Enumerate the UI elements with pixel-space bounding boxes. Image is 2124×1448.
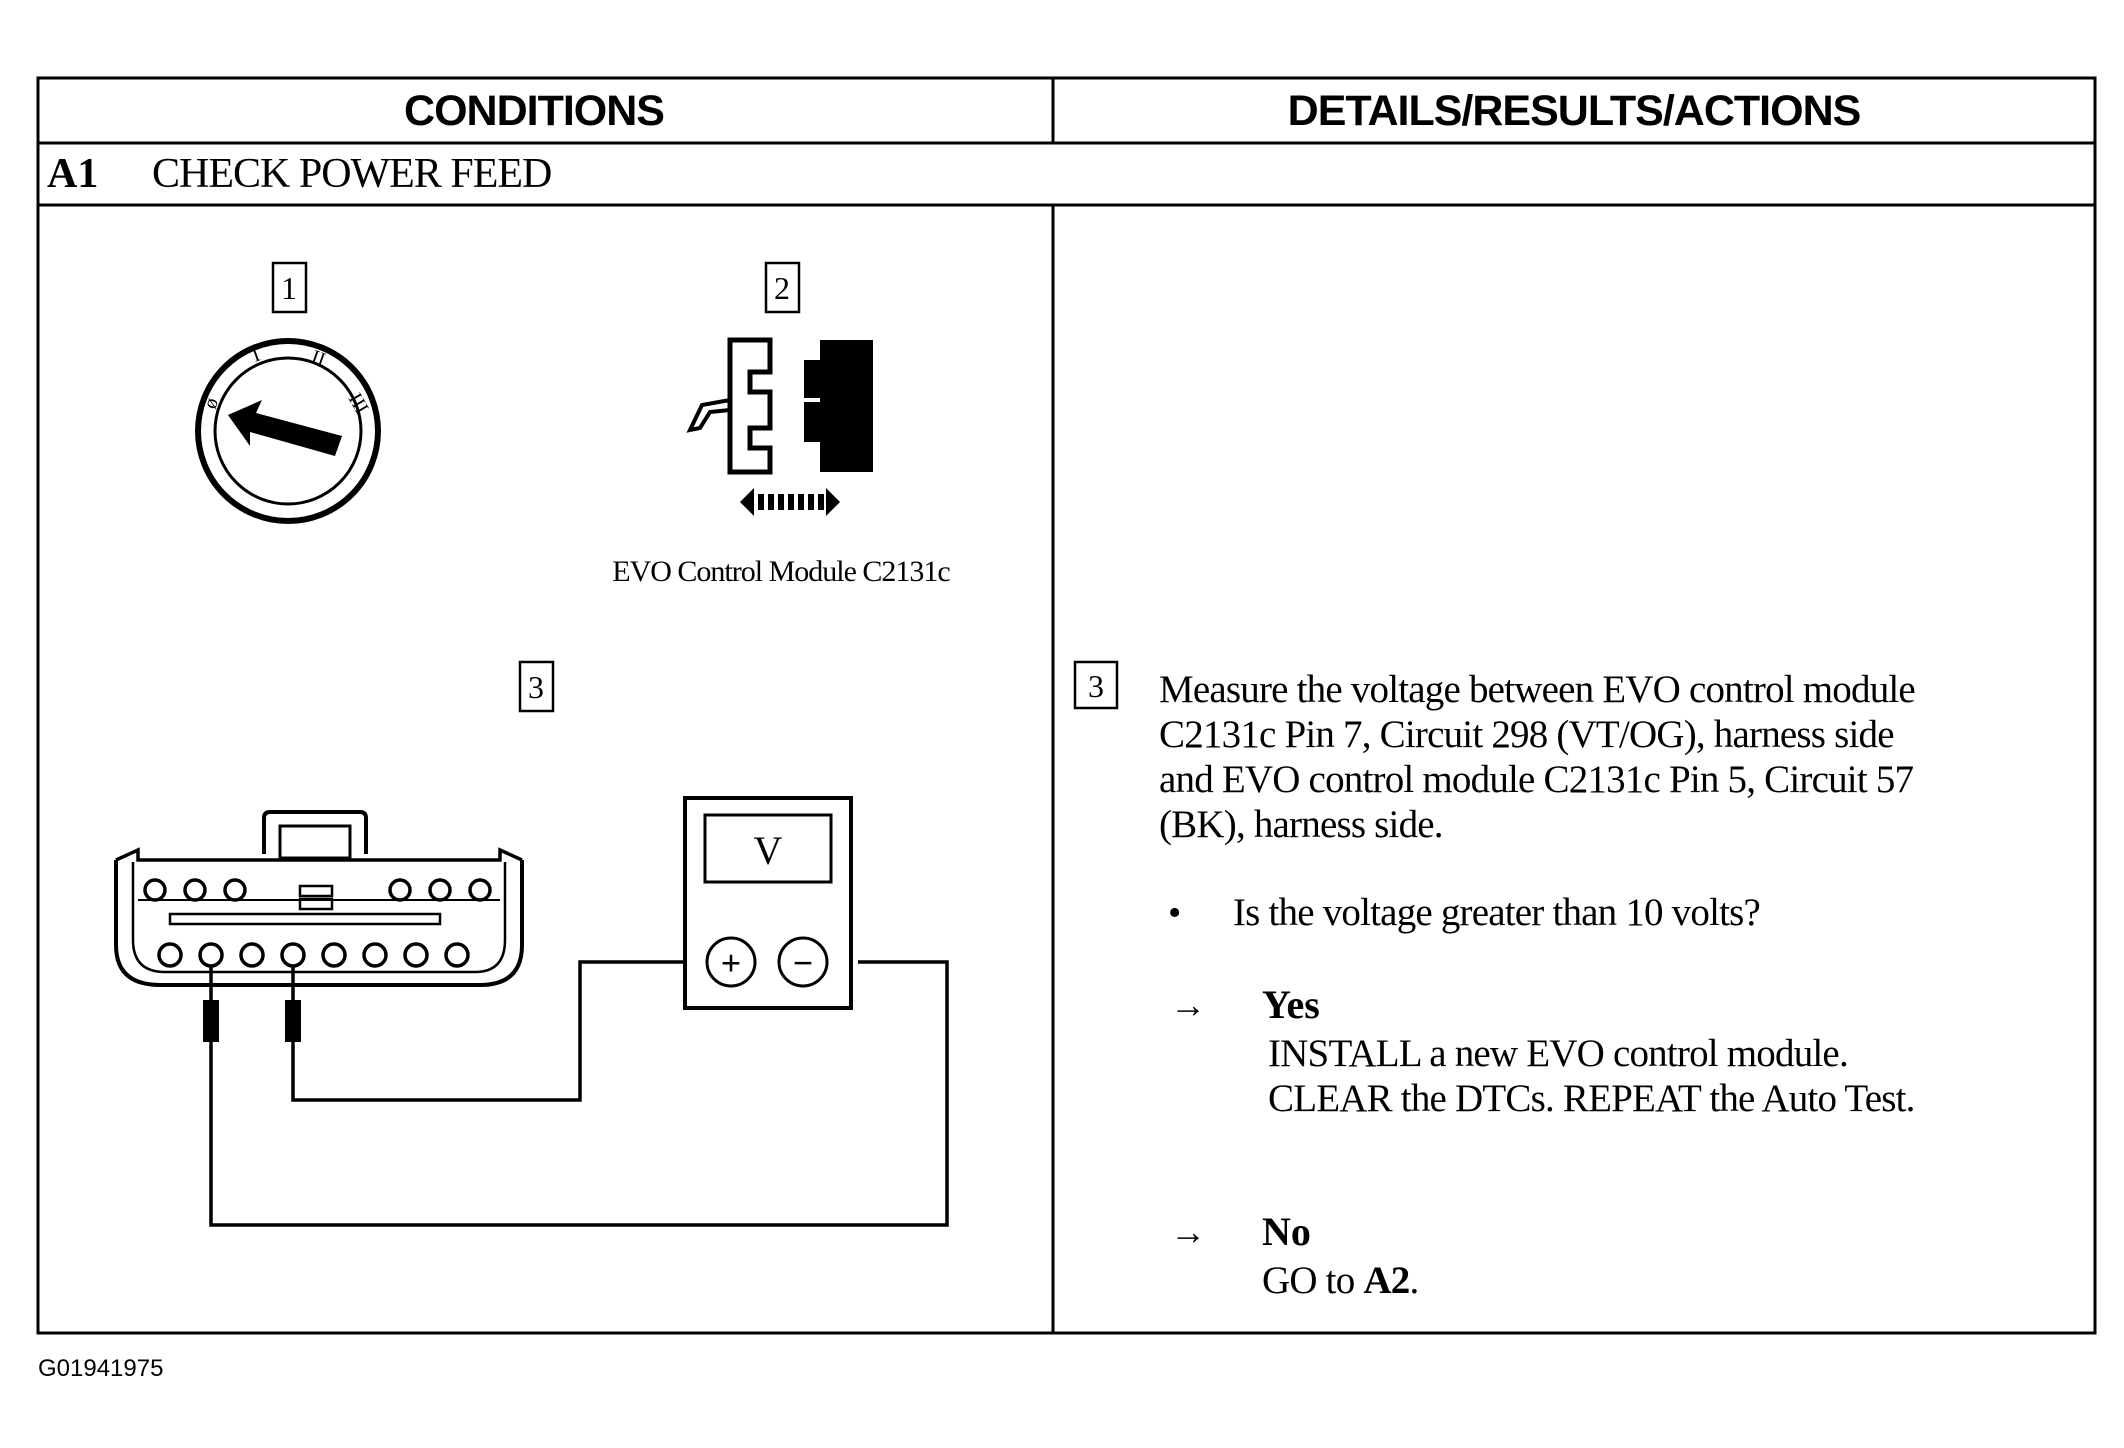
connector-disconnect-icon (686, 337, 873, 516)
details-step-3-marker: 3 (1073, 660, 1119, 710)
step-2-marker: 2 (764, 261, 801, 314)
yes-arrow-icon: → (1170, 985, 1206, 1025)
svg-text:−: − (793, 943, 814, 983)
table-frame (36, 76, 2097, 1335)
probe-tip-pin-5 (285, 1000, 301, 1042)
svg-text:V: V (754, 828, 783, 873)
test-lead-wires (209, 960, 949, 1227)
no-action-suffix: . (1409, 1259, 1418, 1302)
no-arrow-icon: → (1170, 1212, 1206, 1252)
voltmeter-minus-terminal (777, 936, 829, 988)
harness-connector-icon (114, 810, 524, 987)
instruction-paragraph: Measure the voltage between EVO control … (1159, 668, 1916, 846)
svg-text:3: 3 (528, 669, 544, 705)
instruction-line: and EVO control module C2131c Pin 5, Cir… (1159, 758, 1914, 801)
no-action-target: A2 (1363, 1259, 1409, 1302)
svg-text:1: 1 (281, 270, 297, 306)
bullet-icon: • (1168, 892, 1181, 934)
question-text: Is the voltage greater than 10 volts? (1233, 891, 1760, 934)
instruction-line: C2131c Pin 7, Circuit 298 (VT/OG), harne… (1159, 713, 1894, 756)
step-3-marker: 3 (518, 660, 555, 713)
voltmeter-icon: V + − (683, 796, 853, 1010)
yes-action-line: CLEAR the DTCs. REPEAT the Auto Test. (1268, 1077, 1915, 1120)
voltmeter-plus-terminal (705, 936, 757, 988)
connector-caption: EVO Control Module C2131c (612, 555, 950, 588)
svg-text:+: + (721, 943, 742, 983)
conditions-header: CONDITIONS (404, 87, 664, 135)
probe-tip-pin-7 (203, 1000, 219, 1042)
figure-id: G01941975 (38, 1355, 163, 1382)
step-id: A1 (47, 151, 98, 197)
yes-label: Yes (1262, 982, 1320, 1027)
step-title: CHECK POWER FEED (152, 151, 551, 197)
ignition-switch-icon: ø I II III (195, 338, 381, 524)
svg-text:2: 2 (774, 270, 790, 306)
details-header: DETAILS/RESULTS/ACTIONS (1288, 87, 1861, 135)
no-label: No (1262, 1209, 1311, 1254)
yes-action-line: INSTALL a new EVO control module. (1268, 1032, 1848, 1075)
step-1-marker: 1 (271, 261, 308, 314)
instruction-line: Measure the voltage between EVO control … (1159, 668, 1915, 711)
svg-text:3: 3 (1088, 668, 1104, 704)
no-action: GO to A2. (1262, 1259, 1418, 1302)
no-action-prefix: GO to (1262, 1259, 1363, 1302)
instruction-line: (BK), harness side. (1159, 803, 1443, 846)
